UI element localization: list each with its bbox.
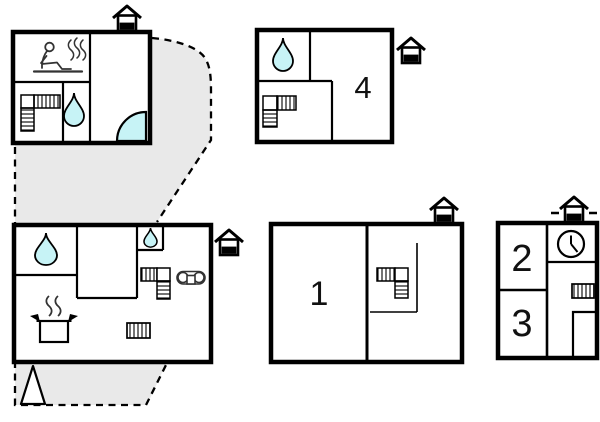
house-marker-icon (111, 4, 143, 33)
interior-walls (13, 32, 92, 143)
unit-1-label: 1 (310, 275, 329, 313)
tree-icon (19, 364, 47, 406)
building-units-2-3: 2 3 (495, 220, 600, 361)
unit-4-label: 4 (354, 70, 371, 105)
radiator-icon (126, 322, 151, 339)
house-marker-dashed-icon (551, 195, 597, 224)
house-marker-icon (395, 36, 427, 65)
building-unit-4: 4 (254, 27, 395, 145)
radiator-icon (571, 283, 595, 299)
stairwell-wall (370, 243, 418, 313)
interior-walls (257, 30, 334, 142)
stairs-icon (262, 95, 297, 128)
corner-shower-icon (115, 110, 148, 143)
stairs-icon (140, 267, 171, 300)
building-unit-1: 1 (268, 221, 465, 365)
unit-2-label: 2 (511, 238, 532, 280)
building-main-house (11, 222, 214, 365)
stairs-icon (376, 267, 409, 299)
clock-icon (556, 229, 586, 259)
interior-walls (498, 223, 597, 358)
property-boundary-dashed (13, 36, 213, 407)
sofa-icon (176, 270, 206, 285)
unit-3-label: 3 (511, 303, 532, 345)
interior-walls (14, 225, 165, 300)
house-marker-icon (213, 228, 245, 257)
house-marker-icon (428, 196, 460, 225)
stove-pot-icon (30, 295, 78, 344)
stairs-icon (20, 94, 61, 132)
building-outline (10, 29, 153, 146)
building-sauna (10, 29, 153, 146)
sauna-icon (32, 37, 87, 73)
